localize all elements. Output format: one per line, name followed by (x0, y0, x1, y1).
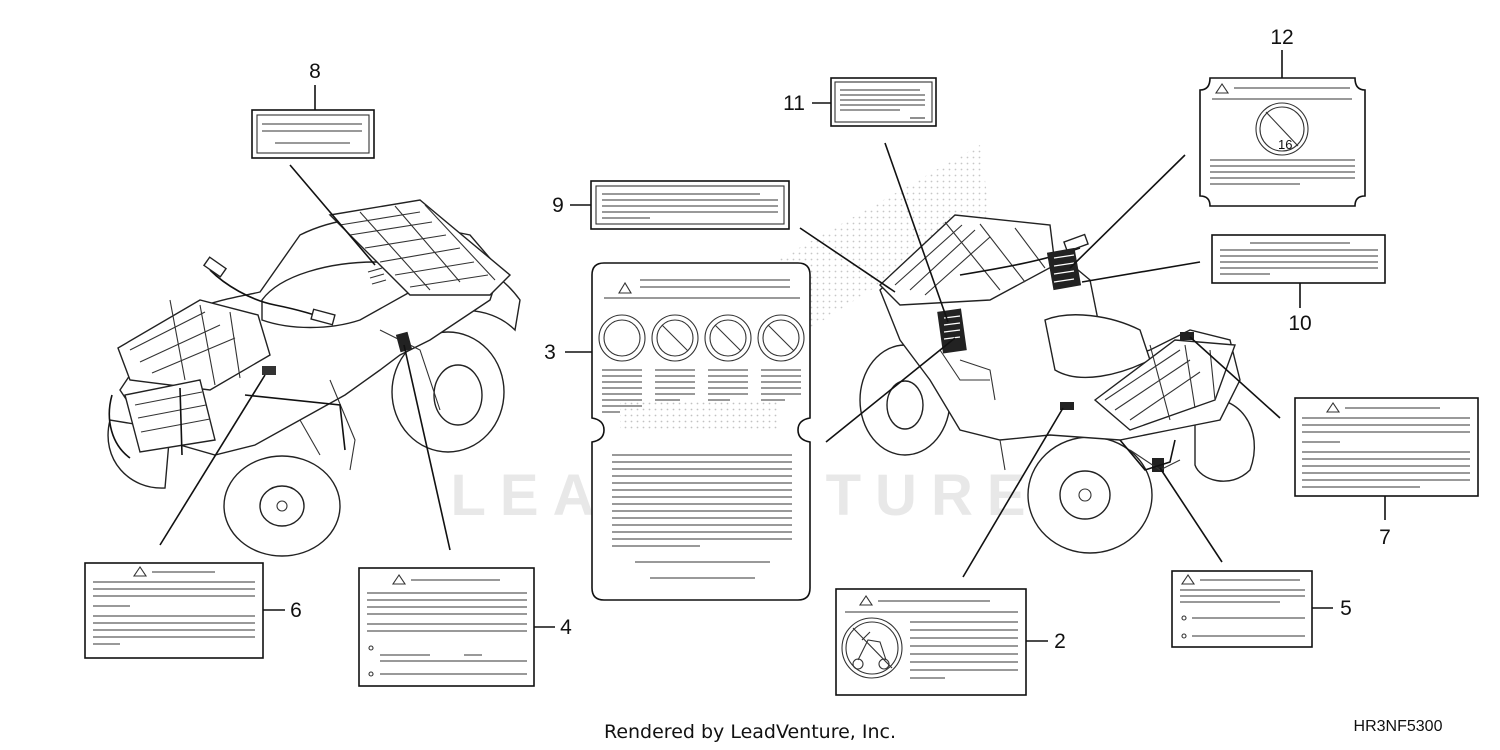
callout-9: 9 (552, 194, 564, 217)
callout-7: 7 (1379, 526, 1391, 549)
label-12-number: 16 (1278, 137, 1292, 152)
leader-lines (159, 50, 1386, 642)
callout-3: 3 (544, 341, 556, 364)
label-8 (251, 109, 375, 159)
label-10 (1211, 234, 1386, 284)
callout-10: 10 (1288, 312, 1311, 335)
footer-credit: Rendered by LeadVenture, Inc. (604, 721, 896, 743)
callout-6: 6 (290, 599, 302, 622)
label-6 (84, 562, 264, 659)
label-12: 16 (1199, 77, 1366, 207)
label-3 (591, 262, 811, 601)
callout-4: 4 (560, 616, 572, 639)
label-2 (835, 588, 1027, 696)
callout-11: 11 (783, 92, 805, 115)
callout-2: 2 (1054, 630, 1066, 653)
label-5 (1171, 570, 1313, 648)
diagram-code: HR3NF5300 (1354, 718, 1443, 735)
atv-right (859, 214, 1255, 554)
callout-8: 8 (309, 60, 321, 83)
callout-5: 5 (1340, 597, 1352, 620)
label-11 (830, 77, 937, 127)
callout-12: 12 (1270, 26, 1293, 49)
atv-left (107, 199, 521, 557)
label-7 (1294, 397, 1479, 497)
label-4 (358, 567, 535, 687)
label-9 (590, 180, 790, 230)
